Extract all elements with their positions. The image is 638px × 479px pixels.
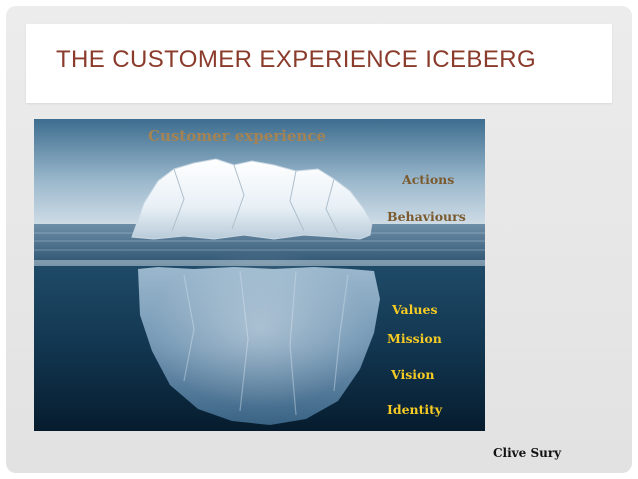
- iceberg-tip: [131, 158, 373, 240]
- label-values: Values: [392, 302, 438, 317]
- underwater-glow: [150, 249, 370, 409]
- label-identity: Identity: [387, 402, 443, 417]
- label-mission: Mission: [387, 331, 442, 346]
- slide-title: THE CUSTOMER EXPERIENCE ICEBERG: [56, 46, 537, 73]
- label-vision: Vision: [391, 367, 435, 382]
- iceberg-picture: [34, 119, 485, 431]
- label-actions: Actions: [402, 172, 455, 187]
- label-behaviours: Behaviours: [387, 209, 466, 224]
- iceberg-illustration: [34, 119, 485, 431]
- title-box: [26, 24, 612, 103]
- label-customer-experience: Customer experience: [148, 127, 327, 145]
- iceberg-tip-facets: [171, 164, 339, 234]
- author-credit: Clive Sury: [493, 446, 562, 460]
